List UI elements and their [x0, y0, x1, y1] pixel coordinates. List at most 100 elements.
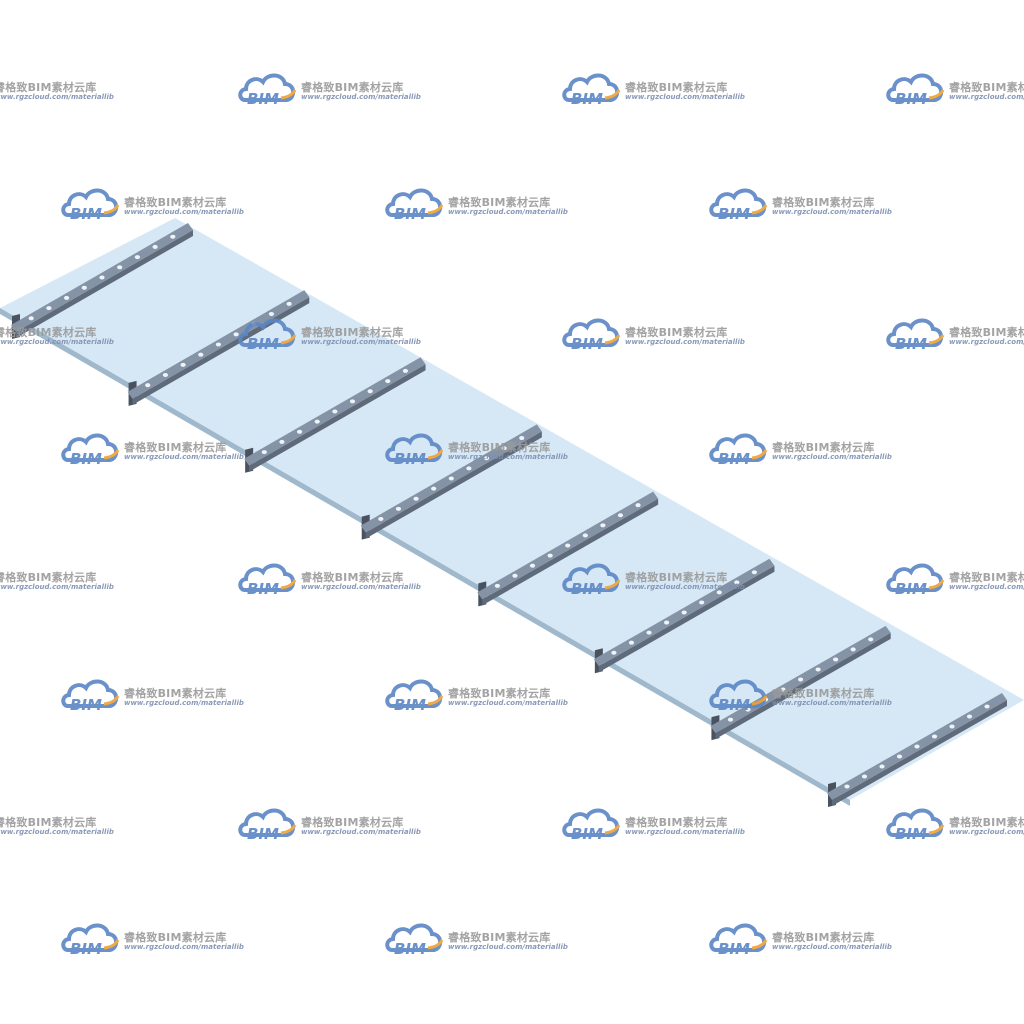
bracket-hole [180, 362, 186, 367]
logo-text: BIM [571, 335, 603, 353]
watermark-name: 睿格致BIM素材云库 [949, 816, 1024, 829]
bracket-bar-side [482, 498, 659, 606]
watermark: BIM 睿格致BIM素材云库www.rgzcloud.com/materialli… [885, 805, 1024, 845]
bracket-hole [844, 784, 850, 789]
bracket-hole [833, 657, 839, 662]
bracket-bar-side [598, 565, 775, 673]
watermark-name: 睿格致BIM素材云库 [625, 326, 728, 339]
watermark-name: 睿格致BIM素材云库 [448, 196, 551, 209]
bracket-hole [727, 717, 734, 722]
logo-text: BIM [571, 90, 603, 108]
bracket-hole [635, 503, 641, 508]
cloud-logo-icon: BIM [238, 73, 297, 108]
watermark-url: www.rgzcloud.com/materiallib [301, 583, 421, 591]
cloud-logo-icon: BIM [385, 188, 444, 223]
watermark-url: www.rgzcloud.com/materiallib [625, 583, 745, 591]
bracket-hole [367, 389, 373, 394]
watermark-name: 睿格致BIM素材云库 [772, 441, 875, 454]
bracket-hole [850, 647, 856, 652]
logo-text: BIM [718, 696, 750, 714]
watermark: BIM睿格致BIM素材云库www.rgzcloud.com/materialli… [0, 70, 120, 110]
logo-text: BIM [895, 825, 927, 843]
logo-text: BIM [895, 580, 927, 598]
bracket-bar-side [249, 364, 426, 472]
logo-text: BIM [718, 450, 750, 468]
watermark-name: 睿格致BIM素材云库 [301, 571, 404, 584]
bracket-hole [628, 640, 635, 645]
watermark-name: 睿格致BIM素材云库 [301, 816, 404, 829]
watermark-url: www.rgzcloud.com/materiallib [772, 208, 892, 216]
bracket-hole [170, 234, 176, 239]
cloud-logo-icon: BIM [562, 73, 621, 108]
bracket-hole [914, 744, 920, 749]
bracket-hole [861, 774, 868, 779]
cloud-logo-icon: BIM [385, 923, 444, 958]
logo-text: BIM [394, 940, 426, 958]
cloud-logo-icon: BIM [562, 563, 621, 598]
bracket-hole [663, 620, 670, 625]
glass-panel [0, 218, 1024, 800]
bracket-hole [162, 373, 169, 378]
watermark-name: 睿格致BIM素材云库 [772, 687, 875, 700]
bracket-hole [949, 724, 955, 729]
watermark-url: www.rgzcloud.com/materiallib [448, 453, 568, 461]
bracket-bar-side [715, 632, 891, 740]
bracket-hole [600, 523, 606, 528]
bracket-hole [431, 486, 437, 491]
watermark-name: 睿格致BIM素材云库 [124, 687, 227, 700]
cloud-logo-icon: BIM [886, 73, 945, 108]
watermark-name: 睿格致BIM素材云库 [949, 571, 1024, 584]
logo-text: BIM [70, 450, 102, 468]
watermark: BIM睿格致BIM素材云库www.rgzcloud.com/materialli… [0, 560, 120, 600]
watermark-name: 睿格致BIM素材云库 [625, 571, 728, 584]
bracket-hole [751, 570, 757, 575]
bracket-hole [519, 436, 525, 441]
watermark-url: www.rgzcloud.com/materiallib [301, 828, 421, 836]
bracket-hole [512, 573, 518, 578]
cloud-logo-icon: BIM [562, 808, 621, 843]
bracket-hole [198, 352, 204, 357]
logo-text: BIM [718, 940, 750, 958]
cloud-logo-icon: BIM [886, 563, 945, 598]
cloud-logo-icon: BIM [562, 318, 621, 353]
cloud-logo-icon: BIM [61, 433, 120, 468]
bracket-hole [646, 630, 652, 635]
watermark-name: 睿格致BIM素材云库 [949, 326, 1024, 339]
cloud-logo-icon: BIM [886, 808, 945, 843]
bracket-hole [466, 466, 472, 471]
bracket-hole [64, 295, 70, 300]
bracket-hole [332, 409, 338, 414]
cloud-logo-icon: BIM [709, 433, 768, 468]
bracket-hole [815, 667, 821, 672]
bracket-hole [378, 516, 384, 521]
watermark-url: www.rgzcloud.com/materiallib [448, 943, 568, 951]
watermark-url: www.rgzcloud.com/materiallib [949, 828, 1024, 836]
bracket-hole [296, 429, 303, 434]
watermark-url: www.rgzcloud.com/materiallib [772, 699, 892, 707]
watermark-url: www.rgzcloud.com/materiallib [124, 453, 244, 461]
cloud-logo-icon: BIM [238, 318, 297, 353]
bracket-hole [716, 590, 722, 595]
watermark-name: 睿格致BIM素材云库 [772, 931, 875, 944]
watermark-url: www.rgzcloud.com/materiallib [0, 583, 114, 591]
watermark-name: 睿格致BIM素材云库 [0, 816, 97, 829]
bracket-hole [868, 637, 874, 642]
watermark-name: 睿格致BIM素材云库 [625, 81, 728, 94]
watermark-name: 睿格致BIM素材云库 [625, 816, 728, 829]
bracket-hole [413, 496, 419, 501]
bracket-hole [896, 754, 903, 759]
bracket-hole [261, 450, 267, 455]
bracket-hole [134, 255, 140, 260]
logo-text: BIM [70, 205, 102, 223]
watermark-name: 睿格致BIM素材云库 [0, 81, 97, 94]
watermark-url: www.rgzcloud.com/materiallib [949, 583, 1024, 591]
bracket-hole [117, 265, 123, 270]
